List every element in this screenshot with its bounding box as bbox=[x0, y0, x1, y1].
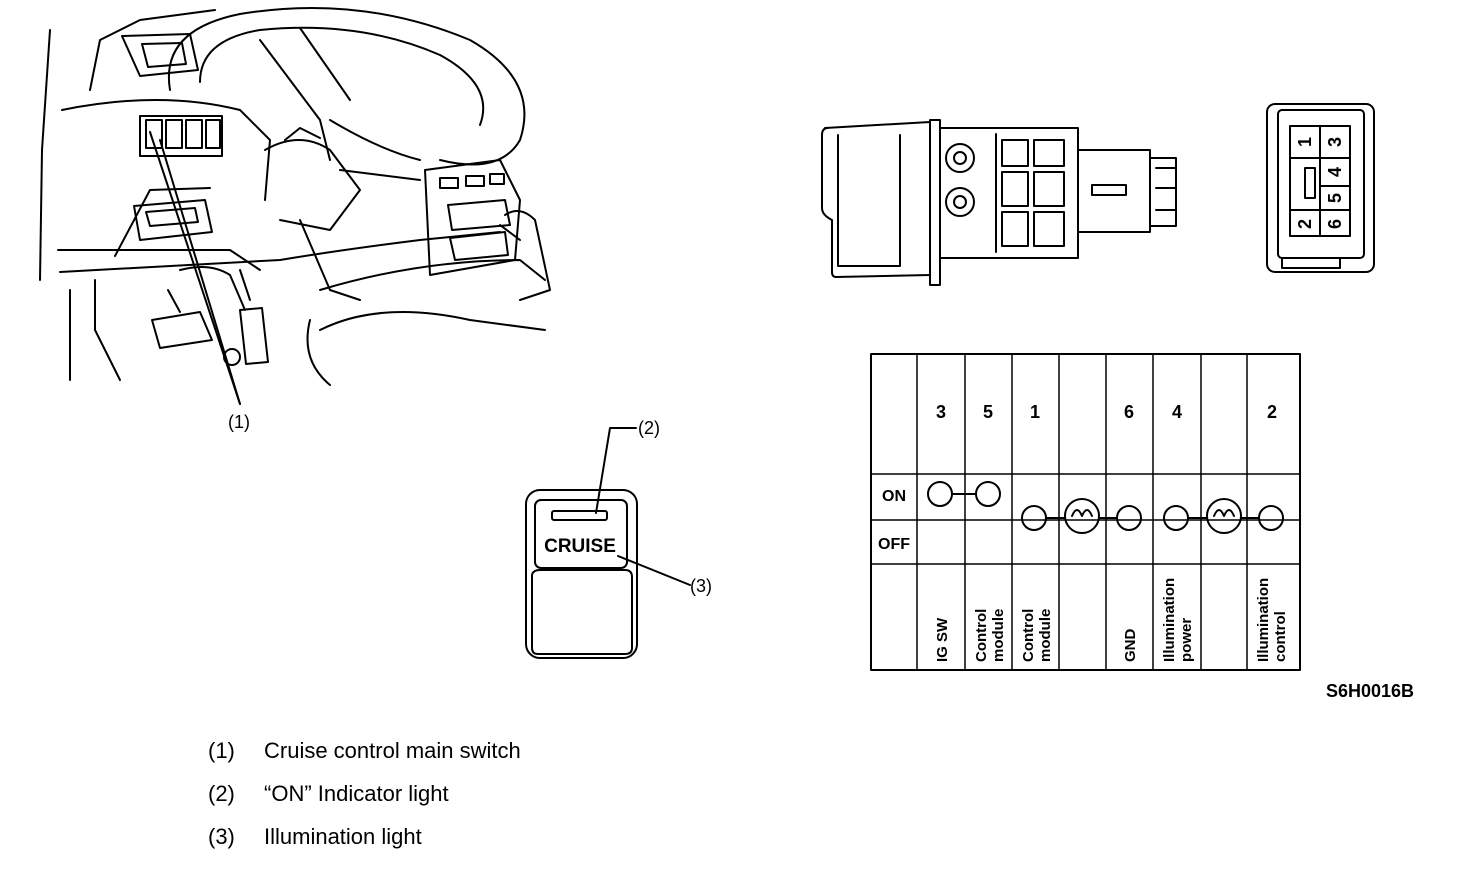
row-label-off: OFF bbox=[878, 536, 910, 553]
table-func-col-1: IG SW bbox=[934, 617, 951, 662]
connector-pin-2: 2 bbox=[1295, 219, 1315, 229]
callout-3: (3) bbox=[690, 576, 712, 596]
row-label-on: ON bbox=[882, 488, 906, 505]
table-pin-col-8: 2 bbox=[1267, 402, 1277, 422]
dashboard-illustration bbox=[39, 6, 551, 386]
table-pin-col-2: 5 bbox=[983, 402, 993, 422]
legend-text: Illumination light bbox=[264, 824, 422, 849]
legend-number: (2) bbox=[208, 781, 235, 806]
table-pin-col-5: 6 bbox=[1124, 402, 1134, 422]
legend-text: Cruise control main switch bbox=[264, 738, 521, 763]
connector-pin-1: 1 bbox=[1295, 137, 1315, 147]
legend-number: (3) bbox=[208, 824, 235, 849]
table-pin-col-6: 4 bbox=[1172, 402, 1182, 422]
connector-pin-4: 4 bbox=[1325, 167, 1345, 177]
connector-pin-3: 3 bbox=[1325, 137, 1345, 147]
table-func-col-6: Illuminationpower bbox=[1161, 578, 1195, 662]
on-indicator-light bbox=[551, 510, 608, 521]
callout-1: (1) bbox=[228, 412, 250, 432]
legend-text: “ON” Indicator light bbox=[264, 781, 449, 806]
connector-pin-6: 6 bbox=[1325, 219, 1345, 229]
connector-pin-5: 5 bbox=[1325, 193, 1345, 203]
switch-side-view bbox=[821, 119, 1177, 286]
table-func-col-8: Illuminationcontrol bbox=[1255, 578, 1289, 662]
connector-end-view bbox=[1266, 103, 1375, 273]
table-func-col-2: Controlmodule bbox=[973, 609, 1007, 662]
callout-2: (2) bbox=[638, 418, 660, 438]
table-func-col-5: GND bbox=[1122, 629, 1139, 663]
table-pin-col-3: 1 bbox=[1030, 402, 1040, 422]
switch-face-label: CRUISE bbox=[544, 536, 616, 557]
table-pin-col-1: 3 bbox=[936, 402, 946, 422]
table-func-col-3: Controlmodule bbox=[1020, 609, 1054, 662]
connection-table bbox=[870, 353, 1301, 671]
figure-code: S6H0016B bbox=[1326, 681, 1414, 701]
legend-number: (1) bbox=[208, 738, 235, 763]
cruise-switch bbox=[525, 427, 691, 659]
